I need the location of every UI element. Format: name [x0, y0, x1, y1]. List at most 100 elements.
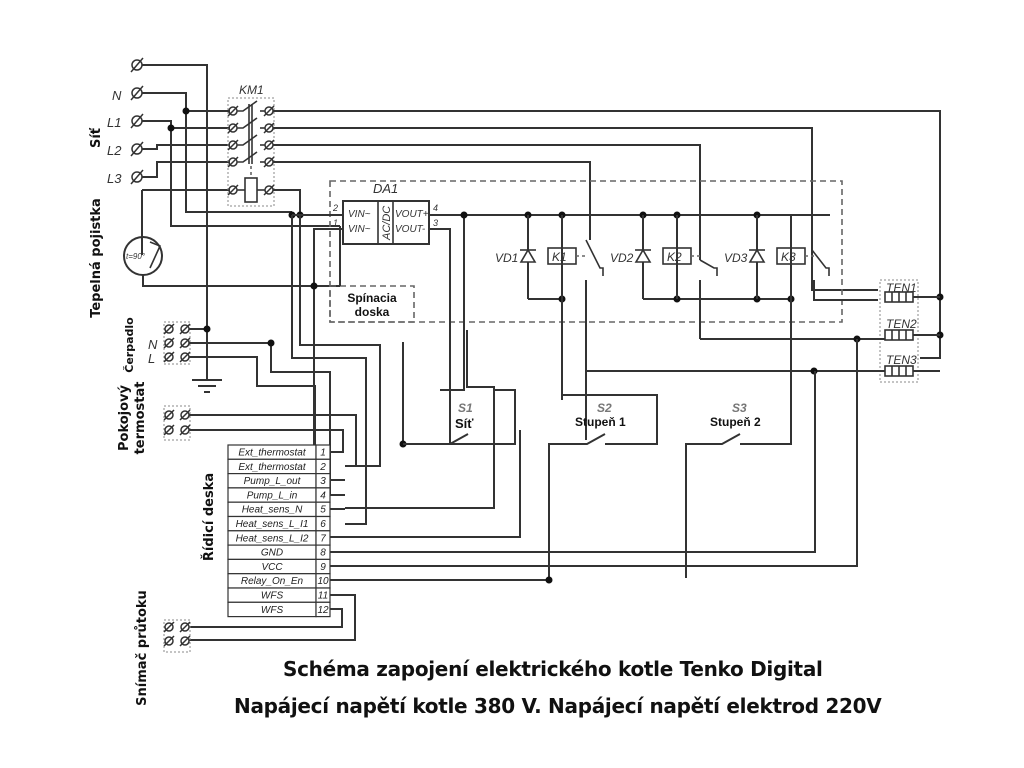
switching-board-label-2: doska	[355, 305, 390, 319]
screw-terminal-icon	[130, 85, 144, 101]
pin-number: 7	[320, 533, 326, 544]
diode-icon	[748, 248, 766, 263]
pin-name: WFS	[261, 591, 284, 602]
screw-terminal-icon	[263, 156, 275, 168]
label-ridici-deska: Řídicí deska	[201, 473, 217, 561]
pin-4: 4	[433, 203, 438, 213]
pin-number: 12	[317, 605, 329, 616]
switching-board-label-1: Spínacia	[347, 291, 397, 305]
switching-board-label-box	[329, 285, 415, 323]
converter-label: DA1	[373, 181, 398, 196]
converter-type: AC/DC	[381, 206, 393, 241]
pin-number: 4	[320, 490, 326, 501]
switch-name: Stupeň 1	[575, 415, 626, 429]
terminal-label-l1: L1	[107, 115, 121, 130]
pin-name: Pump_L_out	[244, 476, 302, 487]
screw-terminal-icon	[163, 409, 175, 421]
screw-terminal-icon	[130, 169, 144, 185]
screw-terminal-icon	[179, 635, 191, 647]
pin-number: 11	[318, 591, 328, 602]
contactor-km1: KM1	[227, 83, 275, 207]
label-sit: Síť	[89, 127, 104, 148]
pin-table-row: WFS 12	[227, 601, 331, 618]
screw-terminal-icon	[179, 323, 191, 335]
screw-terminal-icon	[179, 337, 191, 349]
pin-table-row: GND 8	[227, 544, 331, 560]
converter-vout-plus: VOUT+	[395, 209, 429, 220]
screw-terminal-icon	[163, 351, 175, 363]
signal-wires	[291, 215, 495, 525]
diode-label: VD3	[724, 251, 748, 265]
pin-name: Ext_thermostat	[238, 462, 306, 473]
screw-terminal-icon	[227, 122, 239, 134]
screw-terminal-icon	[227, 139, 239, 151]
screw-terminal-icon	[263, 139, 275, 151]
thermal-fuse: t=90°	[123, 236, 340, 287]
pin-table-row: Relay_On_En 10	[227, 573, 331, 589]
mains-wires	[141, 64, 340, 380]
screw-terminal-icon	[130, 57, 144, 73]
diagram-subtitle: Napájecí napětí kotle 380 V. Napájecí na…	[234, 694, 882, 718]
switch-s2: S2 Stupeň 1	[548, 394, 658, 578]
screw-terminal-icon	[163, 635, 175, 647]
screw-terminal-icon	[227, 105, 239, 117]
switch-s1: S1 Síť	[403, 389, 516, 445]
pin-number: 3	[320, 476, 326, 487]
pin-number: 10	[317, 576, 329, 587]
terminal-label-n: N	[112, 88, 122, 103]
diode-icon	[519, 248, 537, 263]
power-wires	[273, 110, 944, 359]
relay-label: K2	[667, 250, 682, 264]
relay-channel-2: VD2 K2	[610, 215, 718, 339]
label-pokojovy: Pokojový	[117, 384, 132, 451]
screw-terminal-icon	[263, 105, 275, 117]
heater-label: TEN1	[886, 281, 917, 295]
converter-vout-minus: VOUT-	[395, 224, 426, 235]
pin-name: Heat_sens_L_I2	[236, 533, 309, 544]
diode-label: VD2	[610, 251, 634, 265]
pin-name: Heat_sens_L_I1	[236, 519, 309, 530]
relay-label: K1	[552, 250, 567, 264]
pin-number: 9	[320, 562, 326, 573]
screw-terminal-icon	[179, 621, 191, 633]
screw-terminal-icon	[163, 621, 175, 633]
switch-s3: S3 Stupeň 2	[685, 401, 792, 578]
pin-name: GND	[261, 548, 283, 559]
screw-terminal-icon	[163, 323, 175, 335]
pin-table-row: WFS 11	[227, 587, 331, 603]
screw-terminal-icon	[179, 424, 191, 436]
pump-terminal-label-n: N	[148, 337, 158, 352]
pin-name: Relay_On_En	[241, 576, 304, 587]
pin-table-row: Pump_L_out 3	[227, 473, 331, 489]
pin-name: Ext_thermostat	[238, 448, 306, 459]
diode-label: VD1	[495, 251, 518, 265]
screw-terminal-icon	[130, 113, 144, 129]
control-board-wires	[189, 339, 858, 641]
screw-terminal-icon	[179, 409, 191, 421]
screw-terminal-icon	[263, 122, 275, 134]
diagram-title: Schéma zapojení elektrického kotle Tenko…	[283, 657, 823, 681]
flow-sensor-terminal-block	[163, 619, 191, 653]
pin-number: 2	[319, 462, 326, 473]
switch-id: S3	[732, 401, 747, 415]
contactor-label: KM1	[239, 83, 264, 97]
pin-number: 8	[320, 548, 326, 559]
pin-2: 2	[332, 203, 338, 213]
terminal-label-l2: L2	[107, 143, 122, 158]
switch-name: Síť	[455, 416, 474, 431]
relay-channel-1: VD1 K1	[495, 215, 604, 440]
thermal-fuse-label: t=90°	[126, 252, 146, 261]
pin-name: WFS	[261, 605, 284, 616]
label-cerpadlo: Čerpadlo	[123, 317, 136, 373]
screw-terminal-icon	[179, 351, 191, 363]
diode-icon	[634, 248, 652, 263]
pin-table-row: Ext_thermostat 2	[227, 458, 331, 475]
relay-channel-3: VD3 K3	[724, 215, 878, 440]
